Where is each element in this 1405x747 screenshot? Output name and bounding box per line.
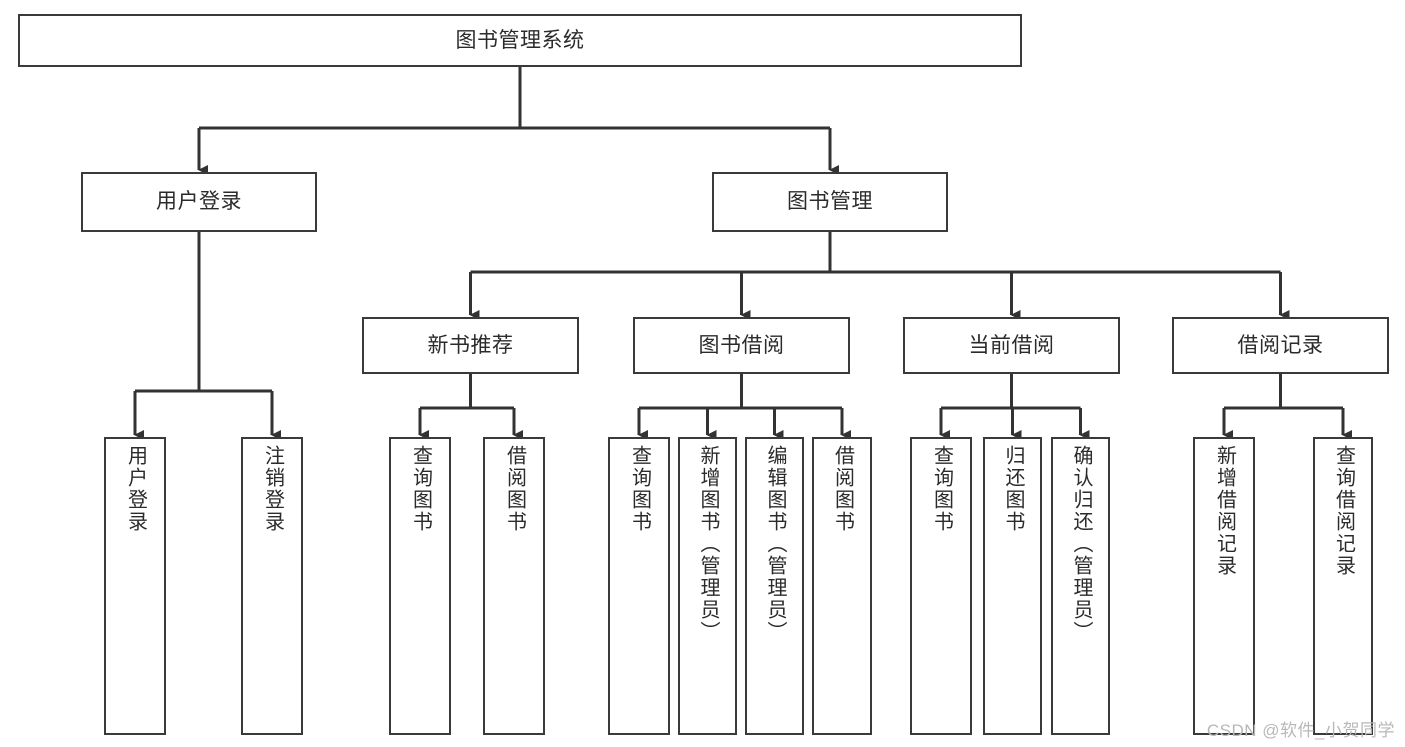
node-label: 确认归还（管理员） bbox=[1070, 445, 1092, 643]
node-label: 新增图书（管理员） bbox=[697, 445, 719, 643]
leaf-query-book-current[interactable]: 查询图书 bbox=[910, 437, 972, 735]
node-label: 借阅记录 bbox=[1237, 333, 1324, 357]
node-label: 用户登录 bbox=[156, 190, 242, 214]
node-label: 图书管理 bbox=[787, 190, 873, 214]
node-current-borrow[interactable]: 当前借阅 bbox=[903, 317, 1120, 374]
node-book-management[interactable]: 图书管理 bbox=[712, 172, 948, 232]
node-label: 新书推荐 bbox=[427, 333, 514, 357]
node-borrow-record[interactable]: 借阅记录 bbox=[1172, 317, 1389, 374]
leaf-user-login[interactable]: 用户登录 bbox=[104, 437, 166, 735]
node-label: 借阅图书 bbox=[831, 445, 854, 533]
node-label: 当前借阅 bbox=[968, 333, 1055, 357]
node-label: 查询图书 bbox=[628, 445, 651, 533]
node-user-login[interactable]: 用户登录 bbox=[81, 172, 317, 232]
leaf-confirm-return-admin[interactable]: 确认归还（管理员） bbox=[1051, 437, 1110, 735]
leaf-query-book-borrow[interactable]: 查询图书 bbox=[608, 437, 670, 735]
node-label: 注销登录 bbox=[261, 445, 284, 533]
node-label: 查询图书 bbox=[930, 445, 953, 533]
leaf-query-book-recommend[interactable]: 查询图书 bbox=[389, 437, 451, 735]
node-root-book-management-system[interactable]: 图书管理系统 bbox=[18, 14, 1022, 67]
watermark: CSDN @软件_小贺同学 bbox=[1206, 721, 1395, 740]
leaf-edit-book-admin[interactable]: 编辑图书（管理员） bbox=[745, 437, 804, 735]
leaf-add-book-admin[interactable]: 新增图书（管理员） bbox=[678, 437, 737, 735]
node-label: 新增借阅记录 bbox=[1213, 445, 1236, 577]
node-label: 借阅图书 bbox=[503, 445, 526, 533]
node-label: 图书借阅 bbox=[698, 333, 785, 357]
node-label: 编辑图书（管理员） bbox=[764, 445, 786, 643]
node-label: 图书管理系统 bbox=[455, 28, 585, 52]
leaf-add-borrow-record[interactable]: 新增借阅记录 bbox=[1193, 437, 1255, 735]
leaf-borrow-book[interactable]: 借阅图书 bbox=[812, 437, 872, 735]
connector-lines bbox=[133, 67, 1352, 440]
node-new-book-recommend[interactable]: 新书推荐 bbox=[362, 317, 579, 374]
node-label: 归还图书 bbox=[1002, 445, 1024, 533]
node-label: 查询图书 bbox=[409, 445, 432, 533]
node-label: 用户登录 bbox=[124, 445, 147, 533]
node-label: 查询借阅记录 bbox=[1332, 445, 1355, 577]
leaf-borrow-book-recommend[interactable]: 借阅图书 bbox=[483, 437, 545, 735]
leaf-logout[interactable]: 注销登录 bbox=[241, 437, 303, 735]
leaf-query-borrow-record[interactable]: 查询借阅记录 bbox=[1313, 437, 1373, 735]
leaf-return-book[interactable]: 归还图书 bbox=[983, 437, 1042, 735]
node-book-borrow[interactable]: 图书借阅 bbox=[633, 317, 850, 374]
